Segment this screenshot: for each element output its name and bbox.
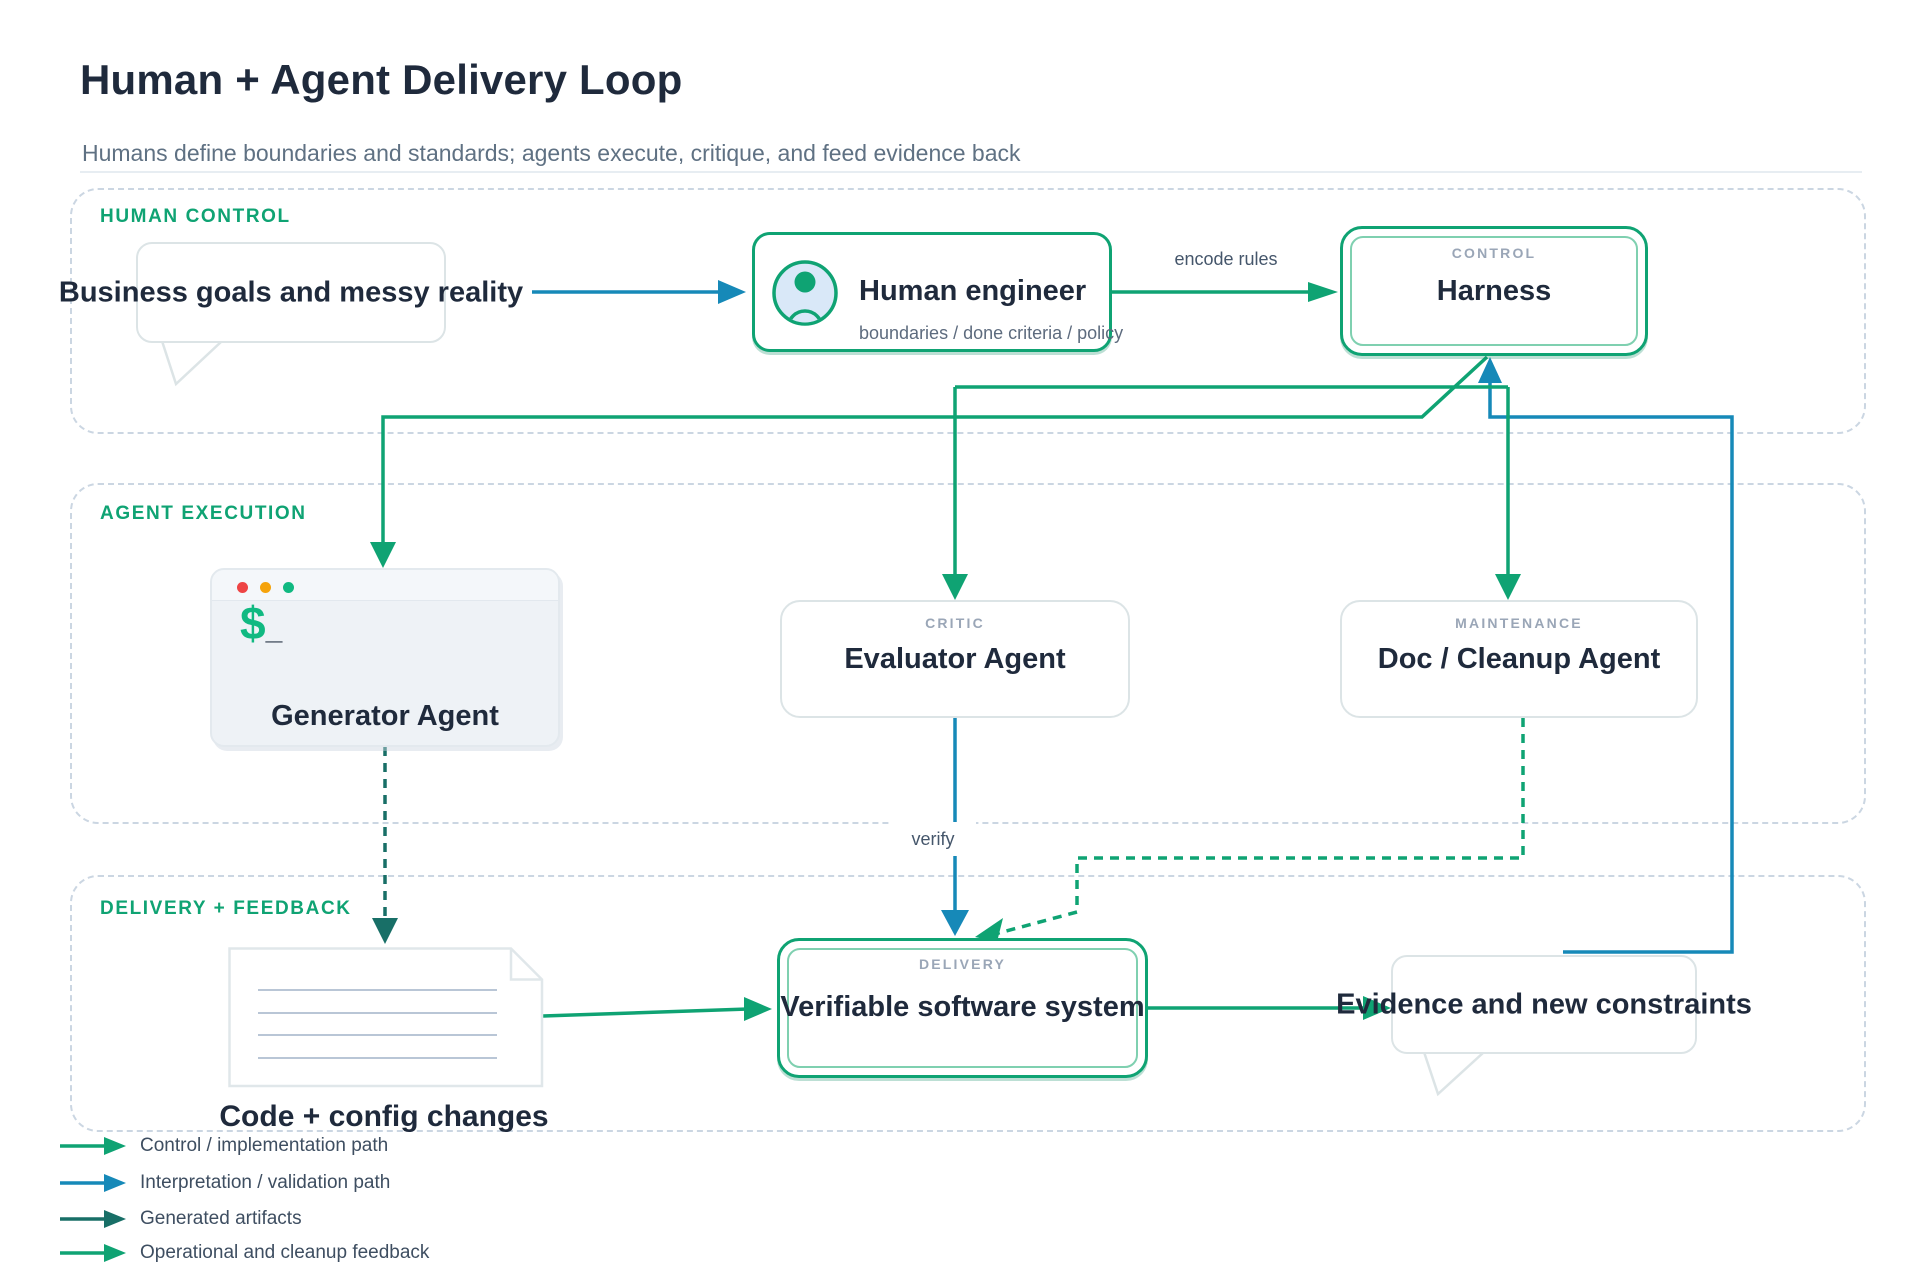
harness-title: Harness <box>1436 275 1552 307</box>
section-label-human-control: HUMAN CONTROL <box>100 206 291 227</box>
header-divider <box>80 171 1862 173</box>
evidence-label: Evidence and new constraints <box>1336 988 1752 1020</box>
node-doc-cleanup-agent: MAINTENANCE Doc / Cleanup Agent <box>1340 600 1698 718</box>
edge-engineer-to-harness <box>1112 282 1338 302</box>
human-engineer-subtitle: boundaries / done criteria / policy <box>859 323 1124 343</box>
edge-evidence-to-harness <box>1478 357 1734 954</box>
node-generator-agent: $_ Generator Agent <box>210 568 560 747</box>
legend-arrow-artifacts-icon <box>60 1210 126 1228</box>
window-dot-red-icon <box>237 582 248 593</box>
legend-arrow-control-icon <box>60 1137 126 1155</box>
edge-label-encode-rules: encode rules <box>1174 249 1278 269</box>
business-goals-label: Business goals and messy reality <box>58 276 524 308</box>
node-evidence: Evidence and new constraints <box>1336 955 1752 1054</box>
node-evaluator-agent: CRITIC Evaluator Agent <box>780 600 1130 718</box>
section-delivery-feedback <box>70 875 1866 1132</box>
edge-harness-to-agents <box>942 385 1521 600</box>
generator-agent-title: Generator Agent <box>271 700 499 732</box>
page-subtitle: Humans define boundaries and standards; … <box>82 140 1021 166</box>
evaluator-title: Evaluator Agent <box>844 643 1066 675</box>
legend-label-validation: Interpretation / validation path <box>140 1172 391 1193</box>
evidence-bubble-tail <box>1422 1050 1488 1097</box>
legend-arrow-validation-icon <box>60 1174 126 1192</box>
legend-arrow-cleanup-icon <box>60 1244 126 1262</box>
legend-label-artifacts: Generated artifacts <box>140 1208 302 1229</box>
legend-item-validation: Interpretation / validation path <box>60 1172 390 1194</box>
doc-cleanup-title: Doc / Cleanup Agent <box>1377 643 1661 675</box>
terminal-prompt-icon: $_ <box>240 597 283 649</box>
harness-tag: CONTROL <box>1451 245 1537 261</box>
window-dot-yellow-icon <box>260 582 271 593</box>
edge-evaluator-verify <box>941 718 969 936</box>
node-human-engineer: Human engineer boundaries / done criteri… <box>752 232 1123 352</box>
section-label-agent-execution: AGENT EXECUTION <box>100 503 307 524</box>
legend-label-control: Control / implementation path <box>140 1135 389 1156</box>
node-verifiable-system: DELIVERY Verifiable software system <box>777 938 1148 1078</box>
terminal-titlebar <box>212 570 558 601</box>
verifiable-title: Verifiable software system <box>780 991 1145 1023</box>
business-bubble-tail <box>160 339 226 387</box>
legend-item-artifacts: Generated artifacts <box>60 1208 302 1230</box>
doc-cleanup-tag: MAINTENANCE <box>1455 615 1583 631</box>
human-engineer-title: Human engineer <box>859 275 1087 307</box>
edge-code-to-system <box>542 997 772 1021</box>
document-icon <box>228 947 544 1088</box>
verifiable-tag: DELIVERY <box>918 956 1007 972</box>
page-title: Human + Agent Delivery Loop <box>80 56 683 103</box>
section-human-control <box>70 188 1866 434</box>
section-label-delivery-feedback: DELIVERY + FEEDBACK <box>100 898 352 919</box>
node-harness: CONTROL Harness <box>1340 226 1648 356</box>
legend-item-cleanup: Operational and cleanup feedback <box>60 1242 429 1264</box>
person-icon <box>772 260 838 326</box>
edge-label-verify: verify <box>890 822 976 856</box>
window-dot-green-icon <box>283 582 294 593</box>
evaluator-tag: CRITIC <box>925 615 985 631</box>
legend-item-control: Control / implementation path <box>60 1135 388 1157</box>
edge-generator-artifacts <box>372 747 398 944</box>
edge-cleanup-feedback <box>975 718 1525 942</box>
edge-system-to-evidence <box>1148 996 1391 1020</box>
edge-goals-to-engineer <box>532 280 746 304</box>
node-business-goals: Business goals and messy reality <box>59 242 523 343</box>
legend-label-cleanup: Operational and cleanup feedback <box>140 1242 430 1263</box>
code-config-label: Code + config changes <box>219 1100 549 1133</box>
